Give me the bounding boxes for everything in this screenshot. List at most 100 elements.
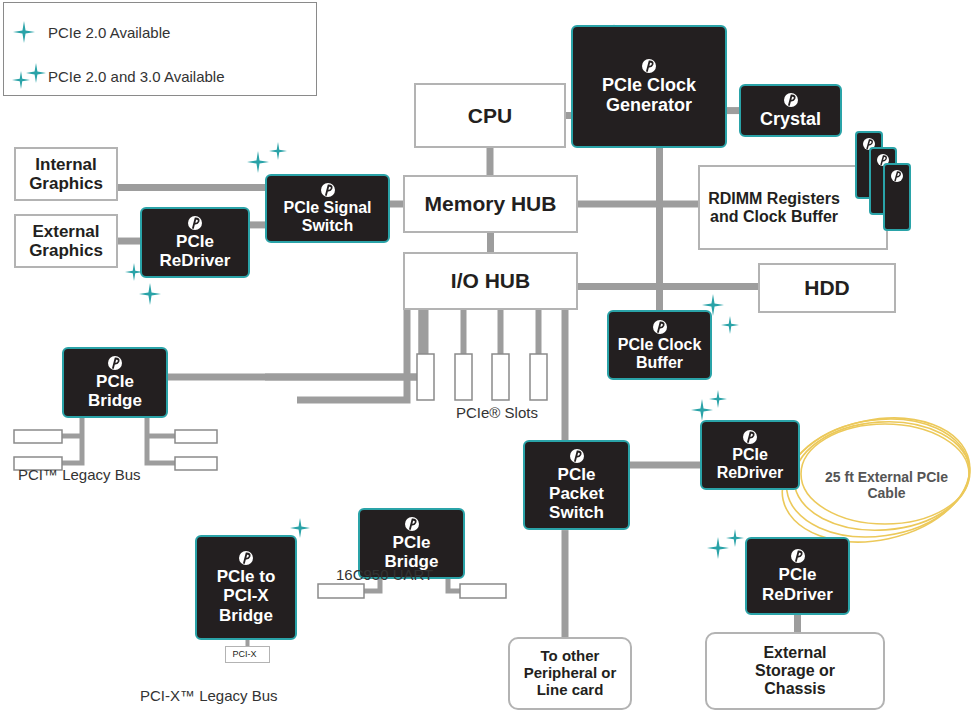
bus-connector bbox=[118, 238, 140, 245]
component-box: RDIMM Registers and Clock Buffer bbox=[698, 165, 888, 250]
box-label: PCIe Clock Buffer bbox=[615, 336, 704, 372]
box-label: PCIe Clock Generator bbox=[601, 75, 697, 115]
box-label: RDIMM Registers and Clock Buffer bbox=[706, 190, 842, 226]
bus-connector bbox=[265, 310, 422, 377]
box-label: To other Peripheral or Line card bbox=[516, 648, 624, 698]
slot-feed-line bbox=[536, 308, 542, 356]
product-box: PCIe ReDriver bbox=[140, 207, 250, 278]
logo-icon bbox=[742, 429, 758, 445]
box-label: Internal Graphics bbox=[22, 155, 110, 193]
box-label: PCI-X bbox=[232, 649, 256, 659]
product-box: PCIe Clock Generator bbox=[571, 25, 727, 148]
bus-connector bbox=[630, 462, 700, 469]
availability-star bbox=[691, 399, 713, 421]
logo-icon bbox=[783, 92, 799, 108]
bus-connector bbox=[168, 310, 422, 377]
box-label: PCIe ReDriver bbox=[753, 565, 842, 603]
component-box: External Storage or Chassis bbox=[705, 632, 885, 710]
component-box: I/O HUB bbox=[403, 252, 578, 310]
bus-connector bbox=[562, 530, 569, 637]
cable-coil bbox=[771, 402, 975, 559]
box-label: Memory HUB bbox=[425, 192, 557, 216]
legend-star-sample bbox=[12, 18, 48, 46]
box-label: HDD bbox=[804, 276, 850, 300]
availability-star bbox=[721, 316, 739, 334]
cable-coil bbox=[790, 416, 973, 536]
cable-coil bbox=[801, 424, 969, 524]
product-box: PCIe Packet Switch bbox=[523, 440, 630, 530]
box-label: PCIe Signal Switch bbox=[273, 199, 382, 235]
availability-star bbox=[709, 390, 727, 408]
register-card bbox=[856, 132, 882, 198]
legacy-bus-wire bbox=[147, 434, 175, 439]
box-label: PCIe ReDriver bbox=[148, 232, 242, 270]
bus-connector bbox=[390, 201, 403, 208]
product-box: PCIe to PCI-X Bridge bbox=[195, 535, 297, 640]
logo-icon bbox=[320, 182, 336, 198]
bus-connector bbox=[487, 148, 494, 175]
box-label: PCIe Bridge bbox=[70, 372, 160, 410]
logo-icon bbox=[404, 516, 420, 532]
legacy-bus-wire bbox=[62, 434, 82, 439]
logo-icon bbox=[107, 355, 123, 371]
slot-feed-line bbox=[498, 308, 504, 356]
logo-icon bbox=[569, 448, 585, 464]
legend-text: PCIe 2.0 and 3.0 Available bbox=[48, 68, 225, 85]
box-label: PCIe Bridge bbox=[366, 533, 457, 571]
availability-star bbox=[139, 283, 161, 305]
bus-connector bbox=[562, 310, 569, 440]
logo-icon bbox=[652, 319, 668, 335]
bus-connector bbox=[250, 221, 265, 228]
component-box: HDD bbox=[758, 263, 896, 313]
legacy-device bbox=[14, 430, 62, 443]
box-label: I/O HUB bbox=[451, 269, 530, 293]
component-box: CPU bbox=[414, 83, 566, 148]
legacy-device bbox=[175, 457, 217, 470]
product-box: Crystal bbox=[739, 84, 842, 137]
availability-star bbox=[707, 537, 729, 559]
logo-icon bbox=[238, 550, 254, 566]
register-card bbox=[870, 148, 896, 214]
box-label: External Storage or Chassis bbox=[735, 644, 855, 698]
bus-label: PCIe® Slots bbox=[456, 404, 538, 421]
bus-connector bbox=[297, 310, 407, 400]
bus-connector bbox=[487, 233, 494, 252]
component-box: To other Peripheral or Line card bbox=[508, 637, 632, 710]
bus-label: PCI-X™ Legacy Bus bbox=[140, 687, 278, 704]
availability-star bbox=[247, 151, 269, 173]
legend-entry: PCIe 2.0 Available bbox=[12, 18, 170, 46]
slot-feed-line bbox=[461, 308, 467, 356]
availability-star bbox=[726, 529, 744, 547]
box-label: CPU bbox=[468, 104, 512, 128]
logo-icon bbox=[790, 548, 806, 564]
product-box: PCIe Bridge bbox=[62, 347, 168, 418]
bus-label: 16C950 UART bbox=[336, 566, 433, 583]
pcie-slot bbox=[492, 354, 509, 400]
component-box: External Graphics bbox=[14, 214, 118, 268]
product-box: PCIe Signal Switch bbox=[265, 174, 390, 243]
bus-connector bbox=[578, 201, 698, 208]
product-box: PCIe ReDriver bbox=[700, 420, 800, 490]
box-label: PCIe Packet Switch bbox=[537, 465, 617, 522]
legacy-device bbox=[175, 430, 217, 443]
cable-label: 25 ft External PCIe Cable bbox=[822, 468, 951, 502]
bus-connector bbox=[656, 148, 663, 310]
legend-star-sample bbox=[12, 62, 48, 90]
legend-entry: PCIe 2.0 and 3.0 Available bbox=[12, 62, 225, 90]
bus-label: PCI™ Legacy Bus bbox=[18, 466, 141, 483]
availability-star bbox=[269, 142, 287, 160]
box-label: PCIe to PCI-X Bridge bbox=[206, 567, 286, 624]
logo-icon bbox=[641, 58, 657, 74]
legacy-device bbox=[318, 584, 364, 598]
pcie-slot bbox=[530, 354, 547, 400]
cable-coil bbox=[779, 408, 975, 548]
product-box: PCIe ReDriver bbox=[745, 537, 850, 615]
product-box: PCIe Clock Buffer bbox=[607, 310, 712, 380]
box-label: Crystal bbox=[760, 109, 821, 129]
bus-connector bbox=[727, 107, 739, 114]
pcie-slot bbox=[417, 354, 434, 400]
register-card bbox=[884, 164, 910, 230]
slot-feed-line bbox=[423, 308, 429, 356]
legend-text: PCIe 2.0 Available bbox=[48, 24, 170, 41]
